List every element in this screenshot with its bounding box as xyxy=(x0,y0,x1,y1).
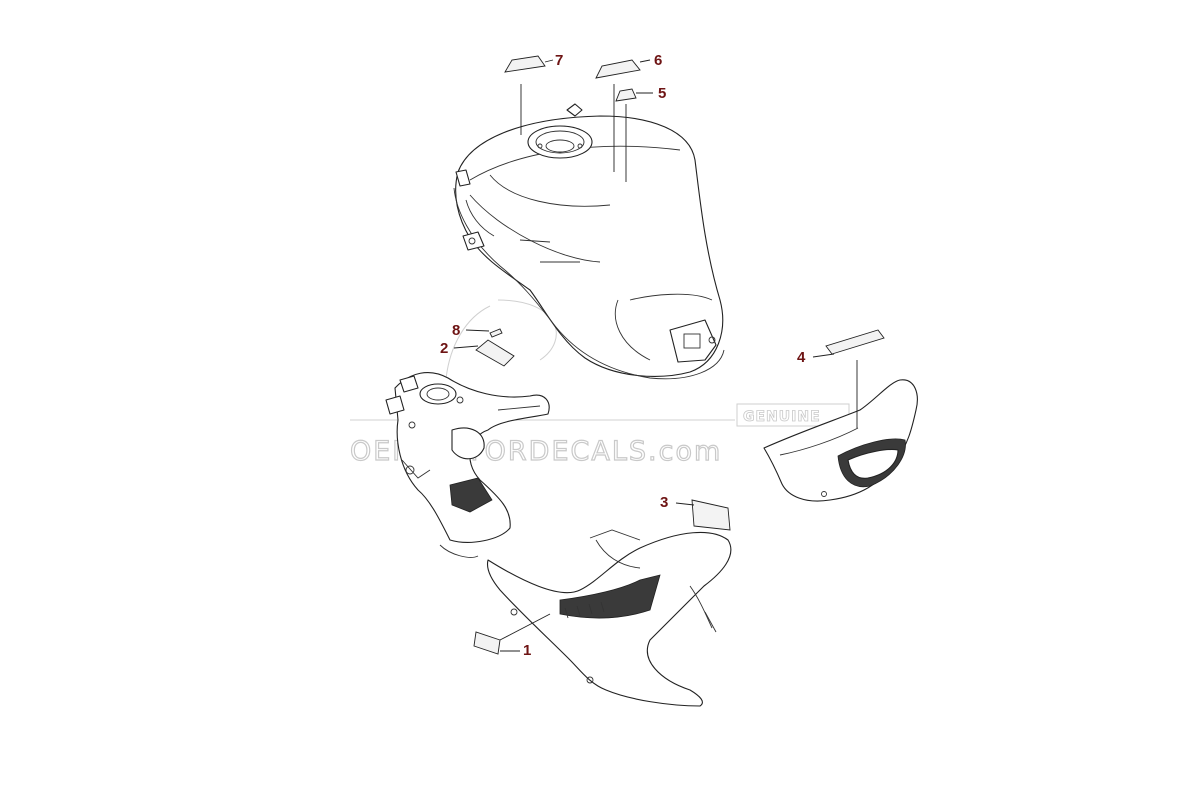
decals xyxy=(473,55,885,655)
callout-6: 6 xyxy=(654,52,662,69)
callout-numbers: 7 6 5 8 2 4 3 1 xyxy=(440,52,806,659)
frame-section xyxy=(385,372,550,558)
decal-7 xyxy=(504,55,546,73)
callout-2: 2 xyxy=(440,340,448,357)
fuel-tank xyxy=(453,103,725,380)
decal-8 xyxy=(489,328,503,338)
decal-5 xyxy=(615,88,637,102)
decal-4 xyxy=(825,329,885,355)
decal-3 xyxy=(691,499,731,531)
side-cover xyxy=(486,529,732,707)
seat-cowl xyxy=(763,379,918,502)
watermark-badge-text: GENUINE xyxy=(743,409,821,425)
leader-lines xyxy=(453,59,858,652)
decal-1 xyxy=(473,631,501,655)
callout-4: 4 xyxy=(797,349,806,366)
decal-2 xyxy=(475,339,515,367)
callout-3: 3 xyxy=(660,494,668,511)
callout-8: 8 xyxy=(452,322,460,339)
decal-6 xyxy=(595,59,641,79)
callout-5: 5 xyxy=(658,85,666,102)
callout-7: 7 xyxy=(555,52,563,69)
callout-1: 1 xyxy=(523,642,531,659)
